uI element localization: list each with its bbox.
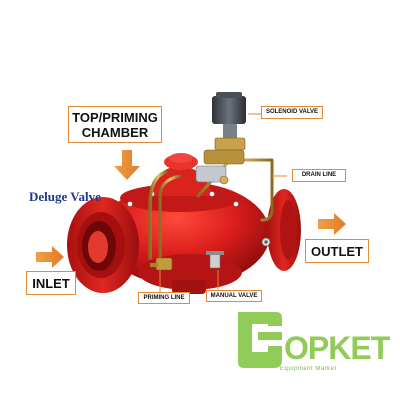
leader-lines	[159, 113, 287, 293]
callout-arrows	[36, 150, 346, 268]
label-priming-line: PRIMING LINE	[138, 292, 190, 304]
label-top-priming-chamber: TOP/PRIMING CHAMBER	[68, 106, 162, 143]
watermark-logo-text: OPKET	[284, 330, 390, 366]
outlet-flange	[261, 189, 301, 271]
diagram-title: Deluge Valve	[29, 189, 101, 204]
watermark-tagline: Equipment Market	[280, 366, 337, 372]
label-inlet: INLET	[26, 271, 76, 295]
solenoid-valve	[195, 92, 246, 185]
priming-valve	[150, 257, 173, 271]
watermark-logo	[238, 312, 282, 368]
label-manual-valve: MANUAL VALVE	[206, 290, 262, 302]
manual-valve	[206, 251, 224, 269]
trim-piping	[148, 148, 274, 267]
label-outlet: OUTLET	[305, 239, 369, 263]
label-solenoid-valve: SOLENOID VALVE	[261, 106, 323, 119]
inlet-flange	[67, 197, 139, 293]
label-drain-line: DRAIN LINE	[292, 169, 346, 182]
